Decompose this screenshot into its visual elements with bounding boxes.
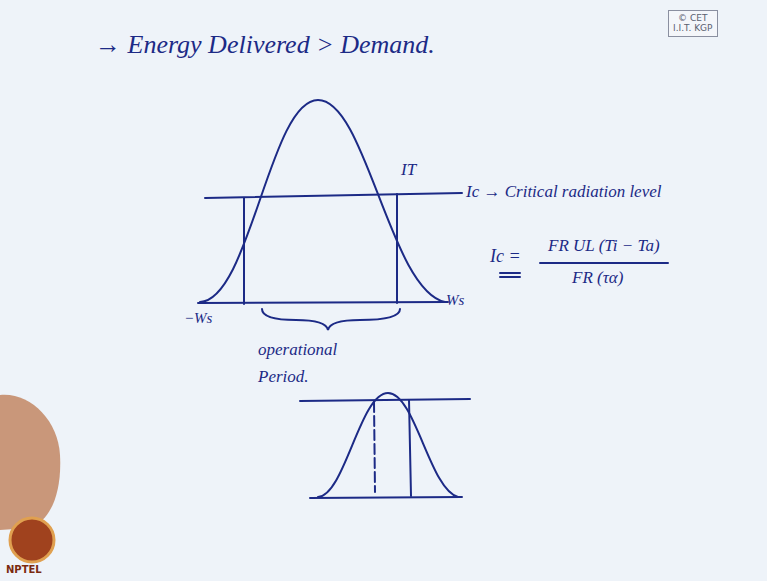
logo-box: © CETI.I.T. KGP — [668, 10, 718, 37]
formula-lhs: Ic = — [490, 246, 521, 267]
axis-label: Ws — [446, 292, 464, 309]
level-label: Ic → Critical radiation level — [466, 182, 661, 202]
cutoff-line — [396, 194, 398, 303]
small-cutoff-line — [374, 402, 375, 492]
heading: → Energy Delivered > Demand. — [95, 30, 435, 60]
logo-text: NPTEL — [6, 564, 42, 576]
hand — [0, 395, 60, 530]
bell-curve — [200, 100, 445, 302]
small-level-line — [300, 399, 470, 401]
formula-numerator: FR UL (Ti − Ta) — [548, 236, 660, 256]
small-cutoff-line — [409, 400, 411, 496]
curve-label: IT — [401, 160, 416, 180]
formula-denominator: FR (τα) — [572, 268, 623, 288]
logo-text: © CET — [673, 13, 713, 23]
period-brace — [262, 309, 400, 330]
fraction-bar — [540, 262, 668, 264]
small-bell-curve — [318, 393, 458, 497]
logo-text: I.I.T. KGP — [673, 23, 713, 33]
nptel-logo — [10, 518, 54, 562]
small-baseline — [310, 497, 462, 498]
cutoff-line — [243, 198, 245, 304]
baseline — [198, 302, 448, 303]
underline — [500, 273, 520, 277]
period-label: operational Period. — [258, 336, 348, 390]
axis-label: −Ws — [184, 310, 212, 327]
